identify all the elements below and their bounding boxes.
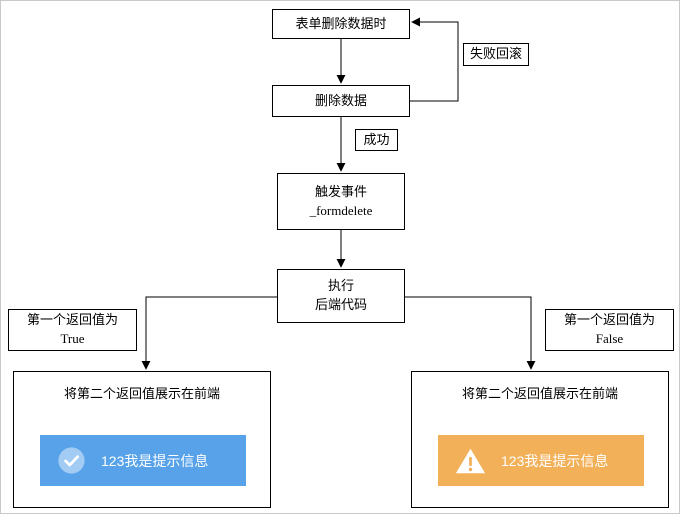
result-true-title: 将第二个返回值展示在前端 (63, 386, 220, 401)
edge-execute-to-left-result (141, 296, 277, 370)
toast-success: 123我是提示信息 (40, 435, 246, 486)
condition-true-line1: 第一个返回值为 (26, 312, 118, 328)
result-box-false: 将第二个返回值展示在前端 123我是提示信息 (411, 371, 669, 508)
check-circle-icon (58, 447, 85, 474)
edge-fail-rollback (410, 17, 459, 102)
edge-label-fail-rollback: 失败回滚 (463, 43, 529, 66)
toast-success-text: 123我是提示信息 (101, 452, 209, 469)
node-delete-data-label: 删除数据 (314, 92, 367, 108)
node-trigger-event: 触发事件 _formdelete (277, 173, 405, 230)
condition-label-false: 第一个返回值为 False (545, 309, 674, 351)
node-trigger-event-line2: _formdelete (309, 202, 373, 218)
condition-label-true: 第一个返回值为 True (8, 309, 137, 351)
node-trigger-event-line1: 触发事件 (314, 183, 367, 199)
result-false-title: 将第二个返回值展示在前端 (461, 386, 618, 401)
edge-label-fail-rollback-text: 失败回滚 (469, 46, 522, 62)
node-form-delete-event: 表单删除数据时 (272, 9, 410, 39)
node-execute-backend: 执行 后端代码 (277, 269, 405, 323)
node-execute-backend-line1: 执行 (327, 278, 354, 294)
edge-execute-to-right-result (405, 296, 536, 370)
node-execute-backend-line2: 后端代码 (314, 297, 367, 312)
edge-label-success: 成功 (355, 129, 398, 151)
condition-true-line2: True (60, 331, 85, 346)
edge-label-success-text: 成功 (363, 131, 390, 147)
toast-warning: 123我是提示信息 (438, 435, 644, 486)
toast-warning-text: 123我是提示信息 (501, 452, 609, 469)
warning-triangle-icon (455, 448, 486, 473)
node-form-delete-event-label: 表单删除数据时 (295, 15, 387, 31)
condition-false-line2: False (595, 331, 624, 346)
condition-false-line1: 第一个返回值为 (563, 312, 655, 328)
result-box-true: 将第二个返回值展示在前端 123我是提示信息 (13, 371, 271, 508)
node-delete-data: 删除数据 (272, 85, 410, 117)
